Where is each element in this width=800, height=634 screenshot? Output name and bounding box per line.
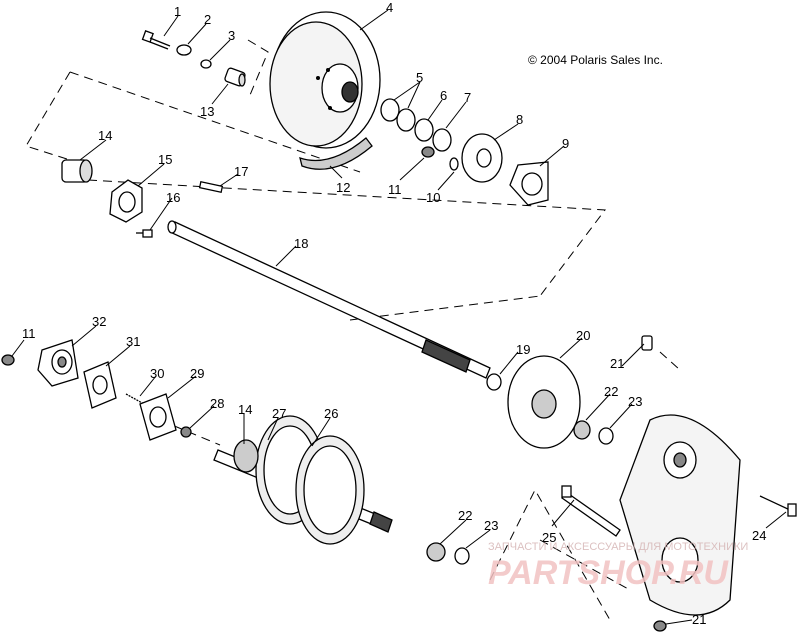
callout-4: 4 — [386, 0, 393, 15]
callout-10: 10 — [426, 190, 440, 205]
part-bushing-13 — [224, 67, 246, 87]
part-belt-segment-12 — [299, 137, 373, 170]
callout-14-upper: 14 — [98, 128, 112, 143]
part-chaincase-housing — [619, 414, 741, 616]
callout-3: 3 — [228, 28, 235, 43]
part-flange-8 — [461, 133, 503, 183]
part-driven-pulley-4 — [269, 11, 381, 149]
part-bearing-14-upper — [61, 159, 93, 183]
callout-17: 17 — [234, 164, 248, 179]
callout-29: 29 — [190, 366, 204, 381]
callout-16: 16 — [166, 190, 180, 205]
callout-23-upper: 23 — [628, 394, 642, 409]
callout-8: 8 — [516, 112, 523, 127]
callout-13: 13 — [200, 104, 214, 119]
part-key-17 — [198, 181, 224, 193]
callout-9: 9 — [562, 136, 569, 151]
part-washer-2 — [176, 44, 192, 56]
callout-28: 28 — [210, 396, 224, 411]
part-dowel-21-upper — [641, 335, 653, 351]
callout-18: 18 — [294, 236, 308, 251]
part-bearing-flange-15 — [109, 179, 143, 223]
callout-25: 25 — [542, 530, 556, 545]
callout-5: 5 — [416, 70, 423, 85]
callout-15: 15 — [158, 152, 172, 167]
part-bearing-plate-32 — [37, 339, 79, 387]
part-seal-19 — [486, 373, 502, 391]
copyright-text: © 2004 Polaris Sales Inc. — [528, 53, 663, 67]
callout-6: 6 — [440, 88, 447, 103]
part-nut-11-upper — [421, 146, 435, 158]
part-plate-31 — [83, 361, 117, 409]
callout-23-lower: 23 — [484, 518, 498, 533]
callout-1: 1 — [174, 4, 181, 19]
part-nut-11-lower — [1, 354, 15, 366]
part-sprocket-20 — [507, 355, 581, 449]
part-bolt-25 — [561, 485, 621, 537]
callout-20: 20 — [576, 328, 590, 343]
part-washer-10 — [449, 157, 459, 171]
part-bolt-16 — [136, 229, 153, 238]
callout-26: 26 — [324, 406, 338, 421]
part-rings-5-6-7 — [380, 98, 452, 152]
callout-11-upper: 11 — [388, 182, 402, 197]
watermark: ЗАПЧАСТИ И АКСЕССУАРЫ ДЛЯ МОТОТЕХНИКИ PA… — [488, 541, 748, 592]
callout-24: 24 — [752, 528, 766, 543]
callout-21-upper: 21 — [610, 356, 624, 371]
part-seal-23-lower — [454, 547, 470, 565]
part-bolt-1 — [141, 30, 171, 50]
callout-32: 32 — [92, 314, 106, 329]
callout-22-upper: 22 — [604, 384, 618, 399]
callout-21-lower: 21 — [692, 612, 706, 627]
callout-14-lower: 14 — [238, 402, 252, 417]
part-shaft-18 — [167, 220, 491, 379]
callout-leader-lines — [11, 9, 787, 625]
callout-7: 7 — [464, 90, 471, 105]
watermark-brand: PARTSHOP.RU — [488, 554, 729, 592]
callout-2: 2 — [204, 12, 211, 27]
part-drive-sprocket-26-27 — [213, 415, 393, 545]
part-spring-30 — [125, 393, 145, 405]
part-nut-28 — [180, 426, 192, 438]
part-flange-29 — [139, 393, 177, 441]
part-bearing-22-lower — [426, 542, 446, 562]
part-bearing-plate-9 — [509, 161, 549, 206]
callout-11-lower: 11 — [22, 326, 36, 341]
callout-30: 30 — [150, 366, 164, 381]
callout-12: 12 — [336, 180, 350, 195]
part-nut-21-lower — [653, 620, 667, 632]
watermark-tagline: ЗАПЧАСТИ И АКСЕССУАРЫ ДЛЯ МОТОТЕХНИКИ — [488, 541, 748, 553]
part-washer-3 — [200, 59, 212, 69]
part-bolt-24 — [759, 495, 797, 517]
callout-19: 19 — [516, 342, 530, 357]
part-bearing-22-upper — [573, 420, 591, 440]
callout-labels: 1 2 3 4 5 6 7 8 9 10 11 12 13 14 15 16 1… — [22, 0, 766, 627]
callout-31: 31 — [126, 334, 140, 349]
part-seal-23-upper — [598, 427, 614, 445]
callout-27: 27 — [272, 406, 286, 421]
callout-22-lower: 22 — [458, 508, 472, 523]
